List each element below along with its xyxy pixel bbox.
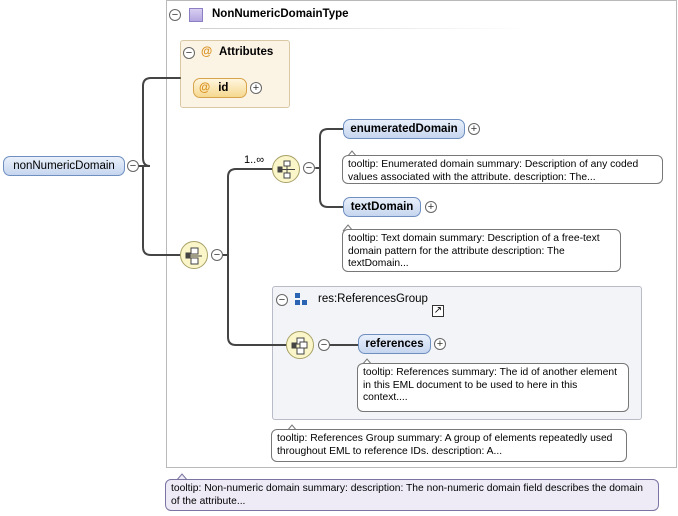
line-to-sequence <box>142 165 181 256</box>
collapse-type-icon[interactable]: − <box>169 9 181 21</box>
line-to-enumerated <box>315 128 344 169</box>
tooltip-references-group: tooltip: References Group summary: A gro… <box>271 429 627 462</box>
expand-enumerated-icon[interactable]: + <box>468 123 480 135</box>
complex-type-icon <box>189 8 203 22</box>
expand-references-icon[interactable]: + <box>434 338 446 350</box>
tooltip-root-text: tooltip: Non-numeric domain summary: des… <box>171 483 643 507</box>
group-icon <box>295 293 307 305</box>
root-element-label: nonNumericDomain <box>13 160 115 172</box>
choice-multiplicity: 1..∞ <box>244 154 265 166</box>
attribute-id-label: id <box>218 82 229 94</box>
group-sequence-compositor-icon[interactable] <box>286 331 314 359</box>
attributes-label: Attributes <box>219 46 274 58</box>
complex-type-name: NonNumericDomainType <box>212 8 349 20</box>
enumerated-domain-label: enumeratedDomain <box>350 123 458 135</box>
text-domain-label: textDomain <box>350 201 414 213</box>
external-link-icon[interactable]: ↗ <box>432 305 444 317</box>
collapse-group-icon[interactable]: − <box>276 294 288 306</box>
group-sequence-glyph <box>291 337 308 355</box>
element-enumerated-domain[interactable]: enumeratedDomain <box>343 119 465 139</box>
element-text-domain[interactable]: textDomain <box>343 197 421 217</box>
line-to-group <box>227 254 287 346</box>
tooltip-enumerated-domain: tooltip: Enumerated domain summary: Desc… <box>342 155 663 184</box>
choice-compositor-icon[interactable] <box>272 155 300 183</box>
sequence-glyph <box>185 247 202 265</box>
at-sign-icon: @ <box>199 82 211 94</box>
collapse-sequence-icon[interactable]: − <box>211 249 223 261</box>
references-label: references <box>365 338 424 350</box>
sequence-compositor-icon[interactable] <box>180 241 208 269</box>
group-name: res:ReferencesGroup <box>318 293 428 305</box>
tooltip-references-text: tooltip: References summary: The id of a… <box>363 367 617 403</box>
choice-glyph <box>277 160 295 179</box>
line-to-textdomain <box>319 167 344 208</box>
collapse-group-sequence-icon[interactable]: − <box>318 339 330 351</box>
tooltip-root-element: tooltip: Non-numeric domain summary: des… <box>165 479 659 511</box>
collapse-choice-icon[interactable]: − <box>303 162 315 174</box>
line-to-choice <box>221 168 273 256</box>
expand-text-domain-icon[interactable]: + <box>425 201 437 213</box>
at-sign-icon: @ <box>201 46 213 58</box>
line-to-attributes <box>138 77 181 167</box>
tooltip-text-domain: tooltip: Text domain summary: Descriptio… <box>342 229 621 272</box>
root-element[interactable]: nonNumericDomain <box>3 156 125 176</box>
type-header-divider <box>200 28 530 29</box>
tooltip-text-domain-text: tooltip: Text domain summary: Descriptio… <box>348 233 600 269</box>
attribute-id[interactable]: @ id <box>193 78 247 98</box>
collapse-root-icon[interactable]: − <box>127 160 139 172</box>
tooltip-group-text: tooltip: References Group summary: A gro… <box>277 433 613 457</box>
expand-attribute-icon[interactable]: + <box>250 82 262 94</box>
collapse-attributes-icon[interactable]: − <box>183 47 195 59</box>
element-references[interactable]: references <box>358 334 431 354</box>
tooltip-enumerated-text: tooltip: Enumerated domain summary: Desc… <box>348 159 639 183</box>
tooltip-references: tooltip: References summary: The id of a… <box>357 363 629 412</box>
